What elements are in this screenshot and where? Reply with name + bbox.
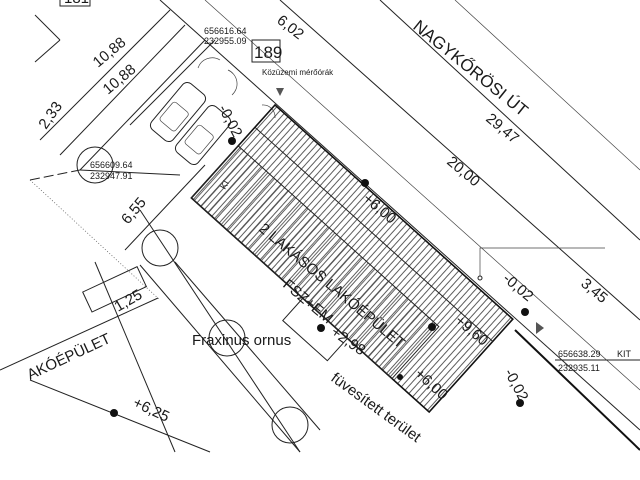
- arrow-marker-icon: [536, 322, 544, 334]
- level-marker-icon: [516, 399, 524, 407]
- street-lines: [159, 0, 640, 431]
- level-label: -0,02: [499, 270, 536, 305]
- dimension: 2,33: [35, 99, 66, 133]
- trees: [76, 146, 321, 453]
- tree-icon: [271, 406, 309, 444]
- building-footprint: [190, 103, 514, 414]
- level-marker-icon: [361, 179, 369, 187]
- level-label: -0,02: [214, 102, 245, 140]
- dimension: 3,45: [577, 275, 610, 307]
- plot-number-box: [251, 39, 281, 63]
- dimension: 6,55: [118, 194, 150, 227]
- level-marker-icon: [521, 308, 529, 316]
- level-marker-icon: [428, 323, 436, 331]
- level-markers: [110, 88, 605, 417]
- plot-number-top-box: [59, 0, 91, 7]
- tree-icon: [141, 229, 179, 267]
- tree-icon: [76, 146, 114, 184]
- coordinate-x: 656638.29: [558, 349, 601, 359]
- level-label: -0,02: [500, 366, 531, 404]
- dimension: 6,02: [274, 12, 307, 43]
- property-boundaries: [29, 9, 640, 453]
- car-icon: [174, 104, 232, 166]
- utility-label: Közüzemi mérőórák: [262, 68, 334, 77]
- dimension: 20,00: [443, 153, 483, 190]
- coordinate-x: 656616.64: [204, 26, 247, 36]
- street-name: NAGYKŐRÖSI ÚT: [409, 16, 531, 120]
- level-marker-icon: [317, 324, 325, 332]
- neighbor-mark: KIT: [617, 349, 632, 359]
- neighbor-building: [0, 266, 211, 453]
- level-label: +6,25: [130, 394, 172, 425]
- coordinate-x: 656609.64: [90, 160, 133, 170]
- neighbor-building-label: AKÓÉPÜLET: [24, 329, 113, 383]
- coordinate-y: 232947.91: [90, 171, 133, 181]
- tree-icon: [208, 319, 246, 357]
- tree-species-label: Fraxinus ornus: [192, 332, 291, 349]
- level-marker-icon: [397, 374, 403, 380]
- coordinate-y: 232935.11: [558, 363, 600, 373]
- level-marker-icon: [110, 409, 118, 417]
- level-marker-icon: [228, 137, 236, 145]
- car-icon: [149, 81, 207, 143]
- plot-number-top: 181: [64, 0, 89, 7]
- coordinate-y: 232955.09: [204, 36, 247, 46]
- arrow-marker-icon: [276, 88, 284, 96]
- plot-number: 189: [254, 43, 282, 62]
